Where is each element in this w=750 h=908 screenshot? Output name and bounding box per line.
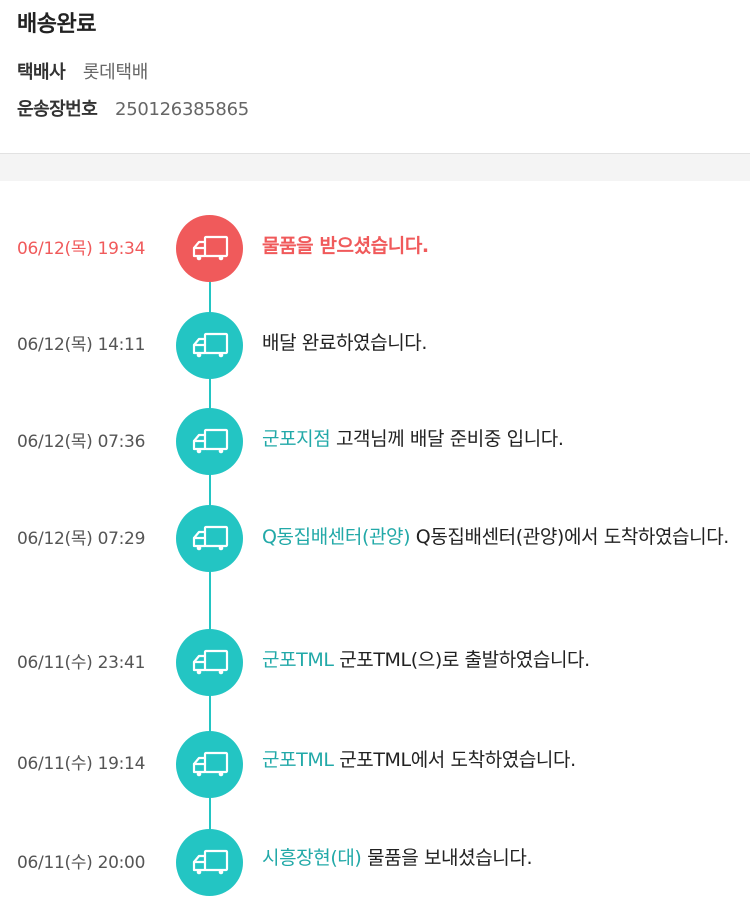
event-description: 군포TML 군포TML(으)로 출발하였습니다. <box>262 647 746 673</box>
event-location: Q동집배센터(관양) <box>262 526 411 548</box>
event-time: 06/11(수) 23:41 <box>17 653 146 673</box>
delivery-summary: 배송완료 택배사 롯데택배 운송장번호 250126385865 <box>0 0 750 153</box>
invoice-label: 운송장번호 <box>17 99 98 120</box>
event-message: Q동집배센터(관양)에서 도착하였습니다. <box>415 526 730 548</box>
event-location: 군포TML <box>262 749 334 771</box>
section-divider <box>0 153 750 181</box>
event-time: 06/11(수) 20:00 <box>17 853 146 873</box>
courier-label: 택배사 <box>17 62 66 83</box>
event-time: 06/12(목) 19:34 <box>17 239 146 259</box>
event-message: 군포TML(으)로 출발하였습니다. <box>339 649 590 671</box>
delivery-truck-icon <box>176 214 243 282</box>
event-time: 06/12(목) 07:29 <box>17 529 146 549</box>
delivery-truck-icon <box>176 828 243 896</box>
event-message: 물품을 받으셨습니다. <box>262 235 429 257</box>
event-description: 시흥장현(대) 물품을 보내셨습니다. <box>262 845 746 871</box>
event-time: 06/11(수) 19:14 <box>17 754 146 774</box>
delivery-truck-icon <box>176 628 243 696</box>
delivery-truck-icon <box>176 730 243 798</box>
event-message: 물품을 보내셨습니다. <box>367 847 533 869</box>
event-location: 군포TML <box>262 649 334 671</box>
event-time: 06/12(목) 07:36 <box>17 432 146 452</box>
invoice-row: 운송장번호 250126385865 <box>17 95 249 121</box>
delivery-truck-icon <box>176 407 243 475</box>
event-message: 군포TML에서 도착하였습니다. <box>339 749 576 771</box>
event-message: 배달 완료하였습니다. <box>262 332 427 354</box>
event-location: 군포지점 <box>262 428 331 450</box>
courier-row: 택배사 롯데택배 <box>17 58 148 84</box>
event-location: 시흥장현(대) <box>262 847 362 869</box>
delivery-status-title: 배송완료 <box>17 12 96 37</box>
delivery-truck-icon <box>176 504 243 572</box>
delivery-truck-icon <box>176 311 243 379</box>
event-description: 군포지점 고객님께 배달 준비중 입니다. <box>262 426 746 452</box>
event-description: 물품을 받으셨습니다. <box>262 233 746 259</box>
tracking-timeline: 06/12(목) 19:34 물품을 받으셨습니다. 06/12(목) 14:11 배… <box>0 181 750 908</box>
event-time: 06/12(목) 14:11 <box>17 335 146 355</box>
event-description: Q동집배센터(관양) Q동집배센터(관양)에서 도착하였습니다. <box>262 524 746 550</box>
event-description: 배달 완료하였습니다. <box>262 330 746 356</box>
event-message: 고객님께 배달 준비중 입니다. <box>335 428 564 450</box>
invoice-number[interactable]: 250126385865 <box>115 99 249 120</box>
courier-value: 롯데택배 <box>82 62 148 83</box>
event-description: 군포TML 군포TML에서 도착하였습니다. <box>262 747 746 773</box>
